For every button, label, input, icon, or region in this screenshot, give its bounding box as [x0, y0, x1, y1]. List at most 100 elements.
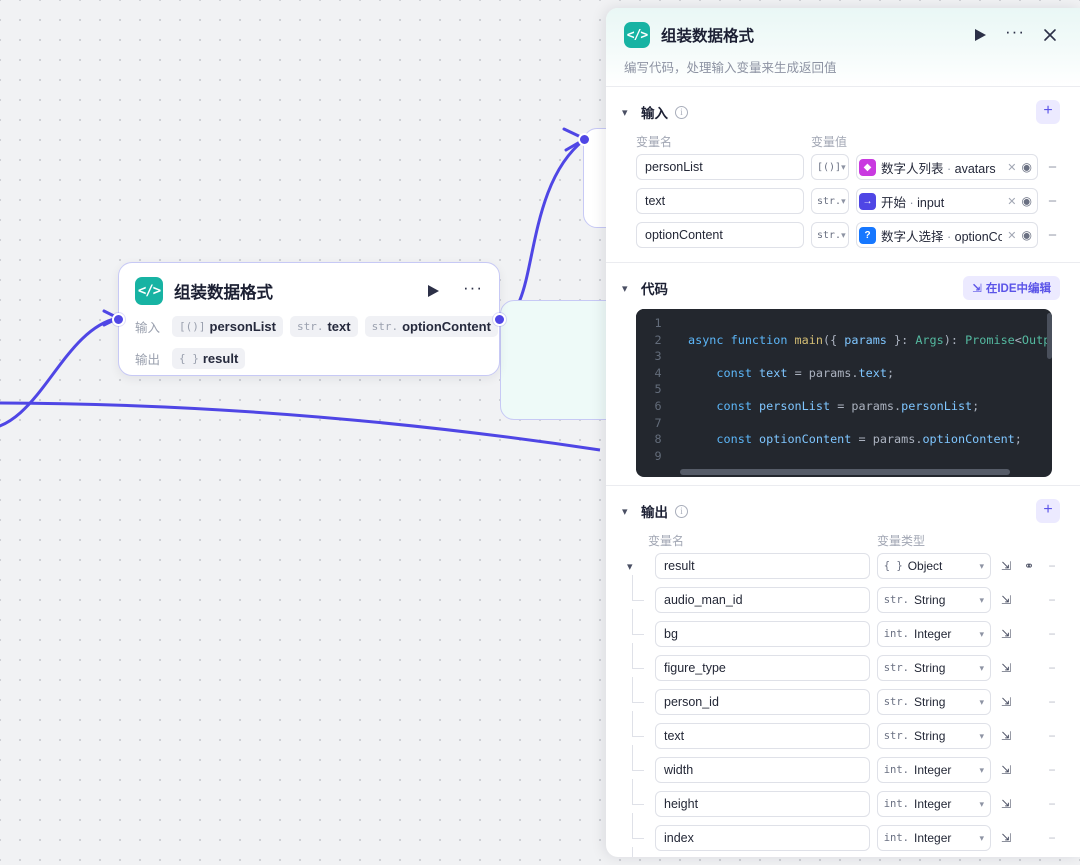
output-type-select[interactable]: str.String▾ [876, 655, 991, 681]
input-name-field[interactable]: personList [636, 154, 804, 180]
edit-in-ide-button[interactable]: ⇲ 在IDE中编辑 [963, 276, 1060, 300]
output-name-field[interactable]: audio_man_id [655, 587, 870, 613]
background-node-partial-2[interactable] [500, 300, 620, 420]
output-name-field[interactable]: text [655, 723, 870, 749]
remove-input-button[interactable]: − [1048, 192, 1057, 210]
output-section-header[interactable]: ▾ 输出 i + [622, 499, 1060, 523]
output-type-select[interactable]: str.String▾ [876, 723, 991, 749]
expand-icon[interactable]: ⇲ [1000, 593, 1012, 607]
code-horizontal-scrollbar[interactable] [680, 469, 1010, 475]
code-content[interactable]: async function main({ params }: Args): P… [680, 309, 1052, 470]
node-detail-panel[interactable]: </> 组装数据格式 ··· 编写代码，处理输入变量来生成返回值 ▾ 输入 i … [606, 8, 1080, 857]
output-type-select[interactable]: int.Integer▾ [876, 757, 991, 783]
node-title: 组装数据格式 [174, 284, 273, 302]
output-type-select[interactable]: int.Integer▾ [876, 621, 991, 647]
input-type-select[interactable]: str. ▾ [811, 222, 849, 248]
expand-icon[interactable]: ⇲ [1000, 763, 1012, 777]
input-value-reference[interactable]: → 开始 · input ✕ ◉ [856, 188, 1038, 214]
input-value-reference[interactable]: ? 数字人选择 · optionContent ✕ ◉ [856, 222, 1038, 248]
input-section-header[interactable]: ▾ 输入 i + [622, 100, 1060, 124]
add-input-button[interactable]: + [1036, 100, 1060, 124]
code-vertical-scrollbar[interactable] [1047, 313, 1052, 359]
target-icon[interactable]: ◉ [1021, 194, 1032, 208]
code-line [688, 415, 1052, 432]
code-editor[interactable]: 1 2 3 4 5 6 7 8 9 async function main({ … [636, 309, 1052, 477]
output-name-field[interactable]: bg [655, 621, 870, 647]
input-reference-text: 数字人选择 · optionContent [881, 226, 1002, 245]
close-icon[interactable] [1038, 23, 1062, 47]
chevron-down-icon[interactable]: ▾ [627, 561, 633, 573]
target-icon[interactable]: ◉ [1021, 228, 1032, 242]
output-name-field[interactable]: result [655, 553, 870, 579]
input-type-select[interactable]: str. ▾ [811, 188, 849, 214]
target-icon[interactable]: ◉ [1021, 160, 1032, 174]
remove-output-button[interactable]: − [1048, 797, 1056, 811]
clear-icon[interactable]: ✕ [1007, 161, 1017, 174]
remove-output-button[interactable]: − [1048, 763, 1056, 777]
type-label: Integer [914, 797, 952, 811]
output-type-select[interactable]: str.String▾ [876, 587, 991, 613]
code-section-header[interactable]: ▾ 代码 ⇲ 在IDE中编辑 [622, 276, 1060, 300]
type-prefix: int. [883, 832, 910, 844]
input-column-headers: 变量名 变量值 [636, 133, 1060, 150]
input-name-field[interactable]: text [636, 188, 804, 214]
output-type-select[interactable]: { } Object ▾ [876, 553, 991, 579]
expand-icon[interactable]: ⇲ [1000, 797, 1012, 811]
expand-icon[interactable]: ⇲ [1000, 627, 1012, 641]
info-icon[interactable]: i [675, 105, 688, 119]
type-label: String [914, 729, 946, 743]
output-name-field[interactable]: width [655, 757, 870, 783]
remove-output-button[interactable]: − [1048, 559, 1056, 573]
expand-icon[interactable]: ⇲ [1000, 559, 1012, 573]
ellipsis-icon[interactable]: ··· [1005, 21, 1025, 41]
remove-input-button[interactable]: − [1048, 158, 1057, 176]
input-value-reference[interactable]: ◆ 数字人列表 · avatars ✕ ◉ [856, 154, 1038, 180]
expand-icon[interactable]: ⇲ [1000, 661, 1012, 675]
remove-output-button[interactable]: − [1048, 831, 1056, 845]
panel-header: </> 组装数据格式 ··· 编写代码，处理输入变量来生成返回值 [606, 8, 1080, 86]
chevron-down-icon[interactable]: ▾ [622, 282, 628, 295]
ellipsis-icon[interactable]: ··· [463, 277, 483, 297]
expand-icon[interactable]: ⇲ [1000, 831, 1012, 845]
remove-output-button[interactable]: − [1048, 627, 1056, 641]
type-prefix: int. [883, 628, 910, 640]
play-icon[interactable] [427, 284, 440, 298]
divider [606, 485, 1080, 486]
code-line [688, 315, 1052, 332]
node-port-target[interactable] [578, 133, 591, 146]
expand-icon[interactable]: ⇲ [1000, 695, 1012, 709]
add-output-button[interactable]: + [1036, 499, 1060, 523]
input-row: personList [()] ▾ ◆ 数字人列表 · avatars ✕ ◉ … [622, 154, 1060, 180]
output-type-select[interactable]: int.Integer▾ [876, 825, 991, 851]
expand-icon[interactable]: ⇲ [1000, 729, 1012, 743]
output-name-field[interactable]: height [655, 791, 870, 817]
panel-body[interactable]: ▾ 输入 i + 变量名 变量值 personList [()] ▾ ◆ 数字 [606, 87, 1080, 857]
output-name-field[interactable]: person_id [655, 689, 870, 715]
input-type-select[interactable]: [()] ▾ [811, 154, 849, 180]
remove-output-button[interactable]: − [1048, 729, 1056, 743]
info-icon[interactable]: i [675, 504, 688, 518]
ref-node: 数字人选择 [881, 229, 944, 244]
clear-icon[interactable]: ✕ [1007, 229, 1017, 242]
output-type-select[interactable]: str.String▾ [876, 689, 991, 715]
remove-input-button[interactable]: − [1048, 226, 1057, 244]
remove-output-button[interactable]: − [1048, 695, 1056, 709]
remove-output-button[interactable]: − [1048, 593, 1056, 607]
play-icon[interactable] [968, 23, 992, 47]
input-name-field[interactable]: optionContent [636, 222, 804, 248]
type-prefix: { } [883, 560, 903, 572]
remove-output-button[interactable]: − [1048, 661, 1056, 675]
code-node[interactable]: </> 组装数据格式 ··· 输入 [()] personList str. t… [112, 262, 506, 376]
clear-icon[interactable]: ✕ [1007, 195, 1017, 208]
add-child-icon[interactable]: ⚭ [1023, 559, 1035, 573]
output-type-select[interactable]: int.Integer▾ [876, 791, 991, 817]
output-name-field[interactable]: index [655, 825, 870, 851]
chevron-down-icon[interactable]: ▾ [622, 505, 628, 518]
output-name-field[interactable]: figure_type [655, 655, 870, 681]
output-column-headers: 变量名 变量类型 [648, 532, 1060, 549]
chevron-down-icon: ▾ [979, 628, 984, 639]
node-port-input[interactable] [112, 313, 125, 326]
chevron-down-icon[interactable]: ▾ [622, 106, 628, 119]
tree-connector: ▾ [622, 553, 648, 579]
node-port-output[interactable] [493, 313, 506, 326]
